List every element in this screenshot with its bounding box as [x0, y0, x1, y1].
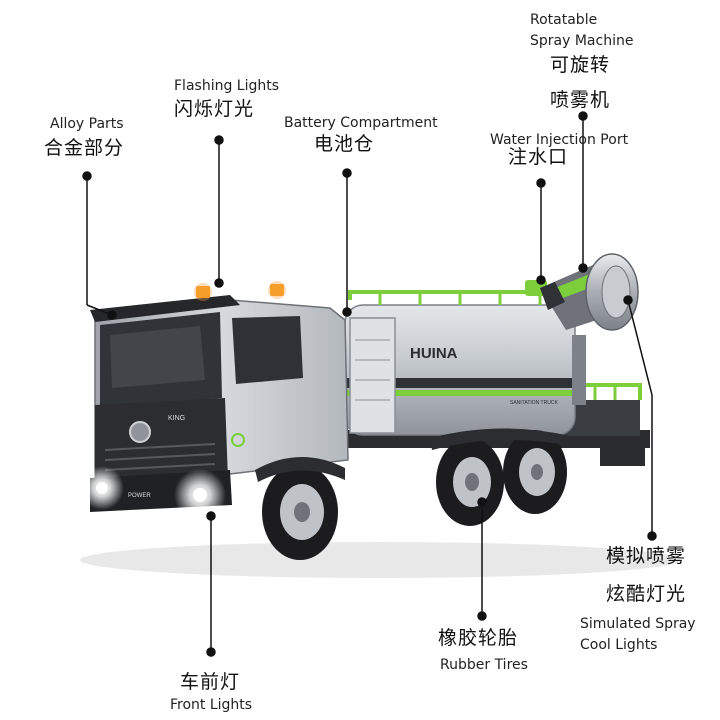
alloy-parts-en: Alloy Parts [50, 116, 124, 132]
rubber-tires-en: Rubber Tires [440, 657, 528, 673]
flashing-lights [194, 281, 286, 301]
tank-brand-text: HUINA [410, 345, 458, 362]
front-lights-cn: 车前灯 [180, 671, 241, 693]
ground-shadow [80, 542, 680, 578]
spray-lights-en1: Simulated Spray [580, 616, 696, 632]
battery-en: Battery Compartment [284, 115, 438, 131]
spray-machine-cn2: 喷雾机 [550, 89, 611, 111]
brand-emblem [129, 421, 151, 443]
headlights [80, 466, 226, 521]
spray-lights-cn2: 炫酷灯光 [606, 583, 687, 605]
water-port-en: Water Injection Port [490, 132, 629, 148]
tank-sub-text: SANITATION TRUCK [510, 400, 558, 406]
spray-lights-cn1: 模拟喷雾 [606, 545, 687, 567]
spray-machine-cn1: 可旋转 [550, 54, 611, 76]
plate-text: POWER [128, 493, 151, 499]
grille-brand-text: KING [168, 415, 185, 422]
rubber-tires-cn: 橡胶轮胎 [438, 627, 519, 649]
spray-machine-en2: Spray Machine [530, 33, 634, 49]
cab [90, 295, 349, 512]
battery-compartment [349, 317, 396, 434]
flashing-lights-en: Flashing Lights [174, 78, 280, 94]
front-lights-en: Front Lights [170, 697, 253, 713]
spray-cannon [540, 253, 639, 405]
spray-lights-en2: Cool Lights [580, 637, 658, 653]
alloy-parts-cn: 合金部分 [44, 137, 125, 159]
water-port-cn: 注水口 [508, 146, 569, 168]
water-tank [344, 280, 576, 436]
flashing-lights-cn: 闪烁灯光 [174, 98, 255, 120]
spray-machine-en1: Rotatable [530, 12, 598, 28]
battery-cn: 电池仓 [314, 133, 375, 155]
rubber-tires [262, 430, 567, 560]
callout-leaders [82, 111, 657, 657]
